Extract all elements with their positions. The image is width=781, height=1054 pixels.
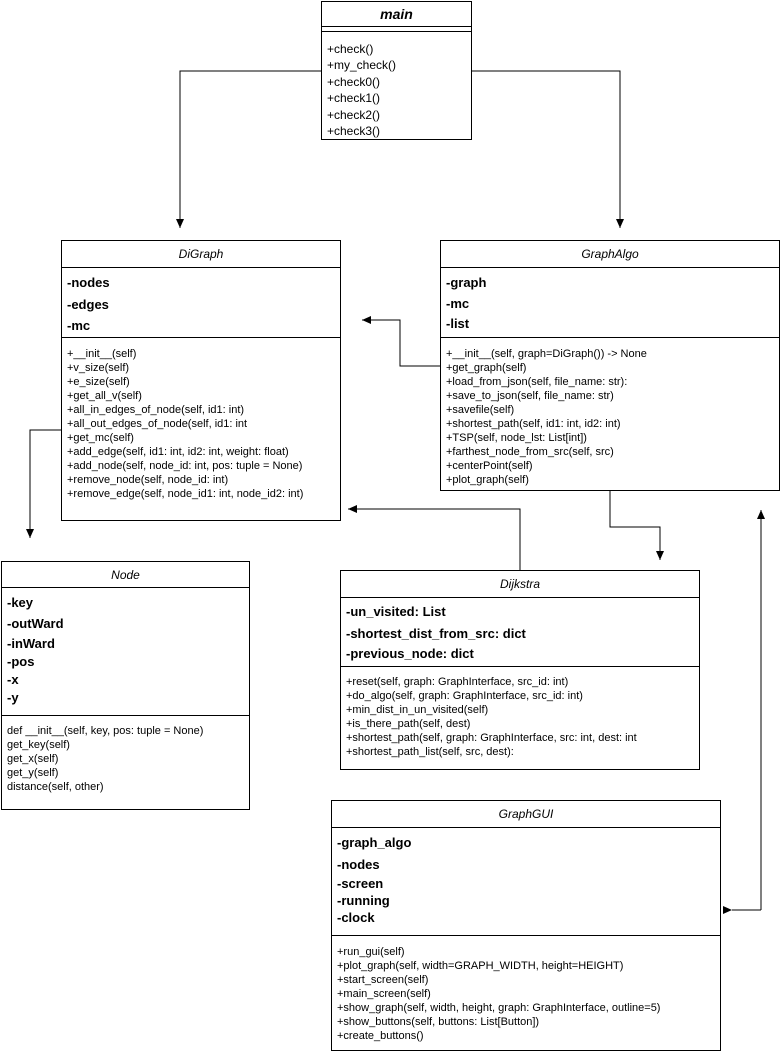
method: +all_out_edges_of_node(self, id1: int bbox=[67, 418, 248, 430]
class-graphgui-title: GraphGUI bbox=[332, 801, 720, 828]
attribute: -graph bbox=[446, 275, 487, 290]
class-dijkstra-title: Dijkstra bbox=[341, 571, 699, 598]
method: +remove_node(self, node_id: int) bbox=[67, 474, 229, 486]
method: get_x(self) bbox=[7, 753, 59, 765]
method: +e_size(self) bbox=[67, 376, 130, 388]
arrow-main-to-graphalgo bbox=[471, 70, 624, 228]
method: +check2() bbox=[327, 107, 381, 122]
arrow-digraph-to-node bbox=[26, 429, 61, 538]
method: +plot_graph(self) bbox=[446, 474, 529, 486]
class-node-methods: def __init__(self, key, pos: tuple = Non… bbox=[2, 716, 249, 794]
method: +v_size(self) bbox=[67, 362, 130, 374]
method: +is_there_path(self, dest) bbox=[346, 718, 471, 730]
class-graphalgo-title: GraphAlgo bbox=[441, 241, 779, 268]
attribute: -mc bbox=[446, 296, 470, 311]
class-main-title: main bbox=[322, 2, 471, 27]
arrow-graphalgo-to-dijkstra bbox=[609, 490, 664, 560]
method: +reset(self, graph: GraphInterface, src_… bbox=[346, 676, 569, 688]
method: +add_edge(self, id1: int, id2: int, weig… bbox=[67, 446, 289, 458]
method: distance(self, other) bbox=[7, 781, 104, 793]
class-graphgui-methods: +run_gui(self) +plot_graph(self, width=G… bbox=[332, 936, 720, 1043]
class-digraph-attributes: -nodes -edges -mc bbox=[62, 268, 340, 338]
class-main-methods: +check() +my_check() +check0() +check1()… bbox=[322, 32, 471, 139]
class-graphalgo: GraphAlgo -graph -mc -list +__init__(sel… bbox=[440, 240, 780, 491]
class-main: main +check() +my_check() +check0() +che… bbox=[321, 1, 472, 140]
attribute: -mc bbox=[67, 318, 91, 333]
class-dijkstra-attributes: -un_visited: List -shortest_dist_from_sr… bbox=[341, 598, 699, 667]
class-dijkstra-methods: +reset(self, graph: GraphInterface, src_… bbox=[341, 667, 699, 759]
method: +savefile(self) bbox=[446, 404, 515, 416]
method: +shortest_path(self, id1: int, id2: int) bbox=[446, 418, 621, 430]
class-node: Node -key -outWard -inWard -pos -x -y de… bbox=[1, 561, 250, 810]
method: +__init__(self) bbox=[67, 348, 137, 360]
class-main-attributes bbox=[322, 27, 471, 32]
method: +min_dist_in_un_visited(self) bbox=[346, 704, 489, 716]
class-digraph-methods: +__init__(self) +v_size(self) +e_size(se… bbox=[62, 338, 340, 501]
method: +check() bbox=[327, 42, 374, 56]
method: +main_screen(self) bbox=[337, 988, 431, 1000]
method: +show_graph(self, width, height, graph: … bbox=[337, 1002, 661, 1014]
attribute: -key bbox=[7, 595, 34, 610]
method: +load_from_json(self, file_name: str): bbox=[446, 376, 628, 388]
attribute: -x bbox=[7, 672, 19, 687]
attribute: -running bbox=[337, 893, 390, 908]
method: +remove_edge(self, node_id1: int, node_i… bbox=[67, 488, 304, 500]
method: get_key(self) bbox=[7, 739, 70, 751]
attribute: -y bbox=[7, 690, 19, 705]
method: +run_gui(self) bbox=[337, 946, 405, 958]
class-node-attributes: -key -outWard -inWard -pos -x -y bbox=[2, 588, 249, 716]
method: +save_to_json(self, file_name: str) bbox=[446, 390, 614, 402]
attribute: -outWard bbox=[7, 616, 64, 631]
attribute: -graph_algo bbox=[337, 835, 412, 850]
arrow-dijkstra-to-digraph bbox=[348, 505, 521, 570]
method: +create_buttons() bbox=[337, 1030, 424, 1042]
attribute: -screen bbox=[337, 876, 384, 891]
class-dijkstra: Dijkstra -un_visited: List -shortest_dis… bbox=[340, 570, 700, 770]
method: +get_mc(self) bbox=[67, 432, 134, 444]
method: +check1() bbox=[327, 91, 381, 106]
method: +farthest_node_from_src(self, src) bbox=[446, 446, 614, 458]
method: +add_node(self, node_id: int, pos: tuple… bbox=[67, 460, 303, 472]
method: +shortest_path(self, graph: GraphInterfa… bbox=[346, 732, 637, 744]
method: +centerPoint(self) bbox=[446, 460, 533, 472]
method: +check3() bbox=[327, 124, 381, 139]
method: def __init__(self, key, pos: tuple = Non… bbox=[7, 725, 204, 737]
method: +shortest_path_list(self, src, dest): bbox=[346, 746, 514, 758]
class-node-title: Node bbox=[2, 562, 249, 588]
attribute: -shortest_dist_from_src: dict bbox=[346, 626, 526, 641]
attribute: -list bbox=[446, 316, 470, 331]
method: +TSP(self, node_lst: List[int]) bbox=[446, 432, 587, 444]
class-digraph-title: DiGraph bbox=[62, 241, 340, 268]
class-graphalgo-methods: +__init__(self, graph=DiGraph()) -> None… bbox=[441, 338, 779, 487]
attribute: -inWard bbox=[7, 636, 55, 651]
method: +start_screen(self) bbox=[337, 974, 429, 986]
attribute: -clock bbox=[337, 910, 375, 925]
attribute: -edges bbox=[67, 297, 109, 312]
method: get_y(self) bbox=[7, 767, 59, 779]
class-graphgui: GraphGUI -graph_algo -nodes -screen -run… bbox=[331, 800, 721, 1051]
class-graphgui-attributes: -graph_algo -nodes -screen -running -clo… bbox=[332, 828, 720, 936]
attribute: -previous_node: dict bbox=[346, 646, 474, 661]
attribute: -pos bbox=[7, 654, 35, 669]
class-graphalgo-attributes: -graph -mc -list bbox=[441, 268, 779, 338]
method: +do_algo(self, graph: GraphInterface, sr… bbox=[346, 690, 583, 702]
method: +check0() bbox=[327, 74, 381, 89]
method: +__init__(self, graph=DiGraph()) -> None bbox=[446, 348, 647, 360]
method: +plot_graph(self, width=GRAPH_WIDTH, hei… bbox=[337, 960, 624, 972]
method: +get_graph(self) bbox=[446, 362, 527, 374]
attribute: -nodes bbox=[67, 275, 110, 290]
arrow-graphalgo-to-digraph bbox=[362, 316, 440, 367]
attribute: -nodes bbox=[337, 857, 380, 872]
method: +show_buttons(self, buttons: List[Button… bbox=[337, 1016, 540, 1028]
method: +get_all_v(self) bbox=[67, 390, 142, 402]
method: +all_in_edges_of_node(self, id1: int) bbox=[67, 404, 245, 416]
class-digraph: DiGraph -nodes -edges -mc +__init__(self… bbox=[61, 240, 341, 521]
attribute: -un_visited: List bbox=[346, 604, 446, 619]
arrow-main-to-digraph bbox=[176, 70, 321, 228]
method: +my_check() bbox=[327, 58, 397, 73]
